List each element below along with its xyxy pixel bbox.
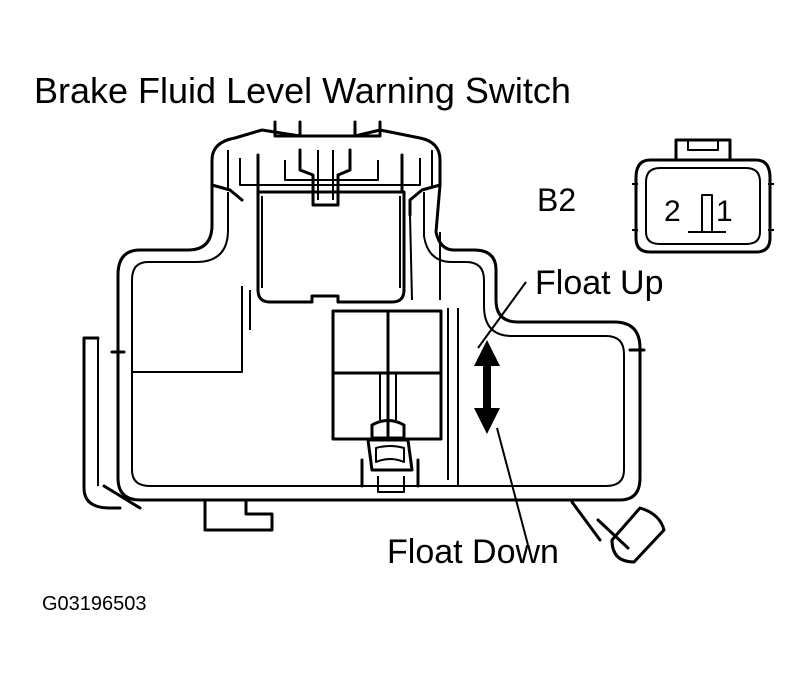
float-up-leader <box>477 281 527 349</box>
float-down-label: Float Down <box>387 533 559 571</box>
float-down-leader <box>496 427 529 546</box>
connector-label: B2 <box>537 182 577 218</box>
diagram-title: Brake Fluid Level Warning Switch <box>34 70 571 111</box>
float-up-label: Float Up <box>535 264 664 302</box>
float-travel-arrow <box>474 340 500 434</box>
connector-pin-1: 1 <box>716 195 733 228</box>
connector-pin-2: 2 <box>664 195 681 228</box>
figure-id: G03196503 <box>42 593 147 615</box>
connector-b2: 2 1 <box>632 138 774 254</box>
inner-chamber <box>256 190 441 304</box>
float <box>331 308 459 486</box>
reservoir-body <box>82 183 666 564</box>
reservoir-cap <box>210 120 442 217</box>
switch-stem <box>360 419 420 493</box>
